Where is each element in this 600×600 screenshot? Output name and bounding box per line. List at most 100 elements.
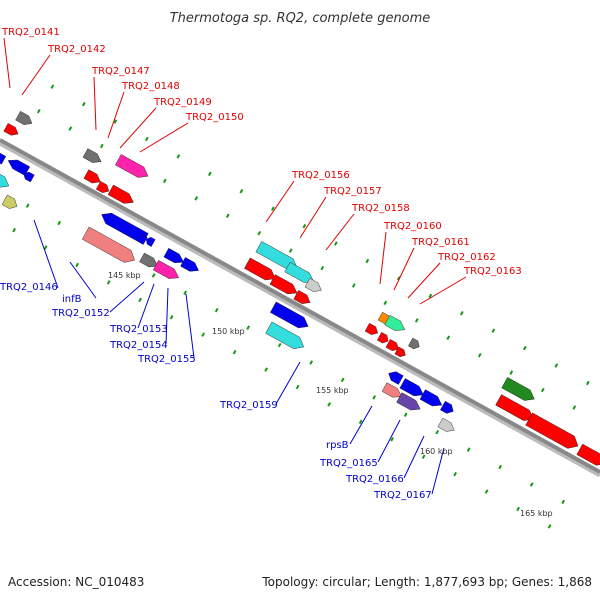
gene-label-forward: TRQ2_0142 (47, 44, 106, 55)
scale-tick (162, 178, 167, 184)
scale-tick (176, 154, 181, 159)
accession-text: Accession: NC_010483 (8, 575, 144, 589)
gene-label-forward: TRQ2_0158 (351, 203, 410, 214)
scale-tick (460, 311, 464, 316)
gene-feature (0, 168, 10, 188)
gene-label-reverse: TRQ2_0152 (51, 308, 110, 319)
gene-label-forward: TRQ2_0157 (323, 186, 382, 197)
gene-feature (440, 400, 454, 414)
gene-feature (3, 123, 19, 136)
gene-feature (437, 417, 455, 432)
gene-feature (376, 332, 389, 344)
genome-backbone (0, 138, 600, 478)
scale-label: 165 kbp (520, 509, 553, 518)
gene-feature (364, 323, 379, 335)
scale-tick (246, 325, 251, 330)
topology-summary: Topology: circular; Length: 1,877,693 bp… (261, 575, 592, 589)
gene-feature (525, 412, 579, 449)
gene-feature (293, 290, 311, 304)
gene-feature (101, 212, 149, 245)
gene-label-forward: TRQ2_0161 (411, 237, 470, 248)
scale-tick (340, 377, 345, 383)
leader-line (379, 231, 387, 285)
gene-label-forward: TRQ2_0150 (185, 112, 244, 123)
scale-tick (403, 412, 408, 418)
scale-tick (414, 318, 419, 323)
gene-label-reverse: TRQ2_0167 (373, 490, 432, 501)
gene-feature (139, 252, 158, 268)
scale-tick (183, 290, 188, 295)
scale-tick (572, 405, 577, 410)
scale-label: 150 kbp (212, 327, 245, 336)
gene-feature (244, 257, 276, 281)
label-leader-lines (3, 37, 467, 495)
leader-line (265, 180, 295, 223)
scale-tick (106, 280, 111, 285)
leader-line (107, 91, 125, 139)
gene-feature (180, 257, 199, 272)
scale-tick (57, 220, 62, 226)
scale-tick (43, 245, 48, 250)
scale-tick (484, 489, 489, 494)
scale-tick (372, 395, 377, 400)
gene-feature (396, 392, 421, 411)
leader-line (137, 283, 155, 329)
scale-label: 155 kbp (316, 386, 349, 395)
gene-feature (385, 339, 399, 351)
scale-tick (516, 506, 520, 512)
scale-tick (138, 297, 142, 303)
gene-label-forward: TRQ2_0156 (291, 170, 350, 181)
scale-tick (383, 300, 388, 306)
scale-tick (529, 482, 534, 487)
scale-tick (390, 437, 394, 442)
scale-ticks (12, 84, 590, 529)
scale-tick (547, 524, 552, 529)
gene-feature (381, 382, 403, 398)
scale-tick (225, 213, 230, 218)
gene-feature (388, 371, 404, 385)
leader-line (349, 405, 373, 445)
scale-tick (428, 293, 433, 299)
scale-tick (99, 143, 104, 149)
scale-tick (421, 454, 426, 459)
gene-features (0, 111, 600, 466)
gene-feature (146, 237, 156, 247)
leader-line (325, 213, 355, 251)
gene-feature (501, 377, 535, 401)
gene-feature (82, 148, 102, 163)
scale-tick (446, 335, 451, 341)
leader-line (139, 122, 189, 153)
backbone-shadow (0, 140, 600, 478)
gene-label-forward: TRQ2_0162 (437, 252, 496, 263)
scale-tick (288, 248, 293, 253)
gene-label-reverse: TRQ2_0153 (109, 324, 168, 335)
scale-tick (320, 265, 325, 271)
scale-tick (327, 402, 331, 407)
leader-line (93, 76, 97, 131)
scale-tick (169, 315, 174, 320)
backbone-line (0, 138, 600, 474)
map-title: Thermotoga sp. RQ2, complete genome (170, 11, 431, 26)
scale-tick (25, 203, 30, 208)
scale-tick (264, 367, 268, 372)
leader-line (33, 219, 59, 289)
gene-feature (7, 159, 31, 176)
scale-tick (498, 464, 503, 470)
scale-tick (201, 332, 205, 337)
gene-label-reverse: rpsB (326, 440, 349, 451)
leader-line (3, 37, 11, 89)
leader-line (419, 276, 467, 305)
gene-feature (304, 277, 322, 292)
scale-tick (586, 380, 590, 386)
scale-tick (68, 126, 73, 131)
gene-feature (408, 337, 420, 350)
gene-feature (138, 234, 148, 245)
scale-tick (334, 241, 338, 246)
scale-tick (271, 206, 275, 211)
scale-tick (491, 328, 496, 333)
gene-feature (107, 184, 134, 204)
gene-feature (1, 194, 18, 209)
scale-tick (523, 345, 527, 351)
